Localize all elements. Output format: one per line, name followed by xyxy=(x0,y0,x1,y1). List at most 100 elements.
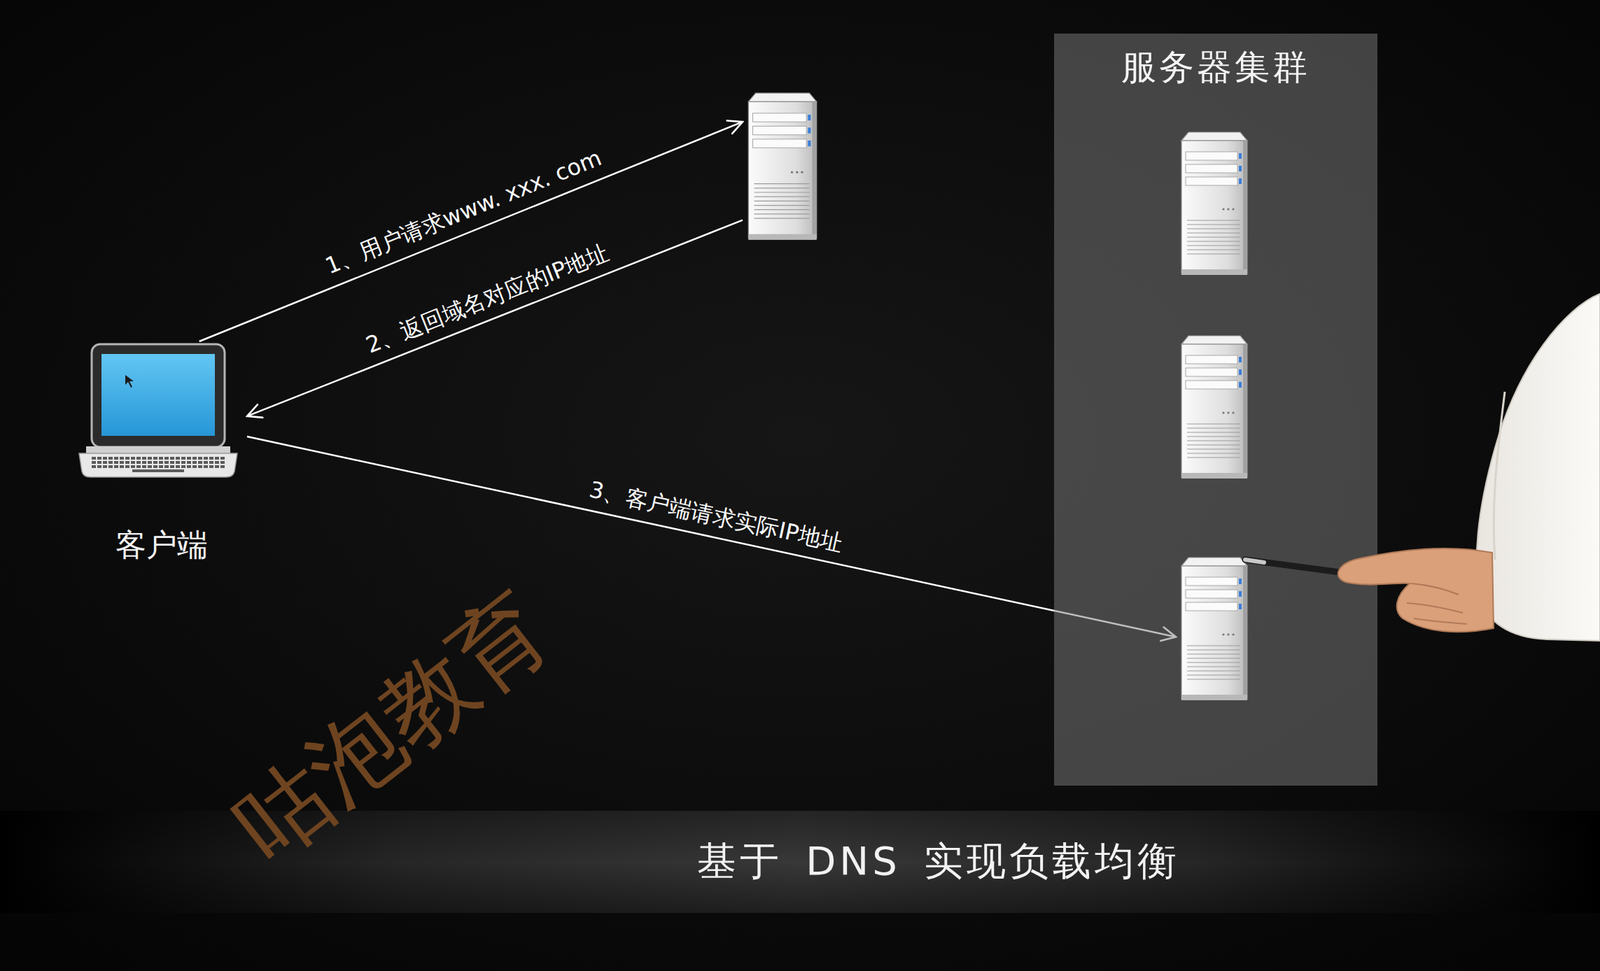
vent-line xyxy=(1187,666,1241,668)
key xyxy=(158,461,164,465)
server-top xyxy=(1181,335,1248,345)
key xyxy=(209,461,214,465)
status-led xyxy=(1238,153,1242,159)
key xyxy=(158,465,164,469)
finger-lines xyxy=(1406,583,1468,625)
laptop-base xyxy=(79,453,238,478)
status-led xyxy=(1238,369,1242,376)
vent-line xyxy=(1187,649,1241,651)
key xyxy=(186,457,192,460)
key xyxy=(147,461,152,465)
vent-line xyxy=(1187,232,1241,234)
vent-line xyxy=(1187,645,1241,647)
key xyxy=(164,457,169,460)
key xyxy=(108,457,113,460)
key xyxy=(114,465,119,469)
drive-bay xyxy=(1185,577,1238,586)
key xyxy=(142,461,147,465)
key xyxy=(125,461,130,465)
server-icon xyxy=(1175,130,1253,278)
key xyxy=(170,465,175,469)
vent-line xyxy=(1187,427,1241,429)
key xyxy=(119,461,124,465)
indicator-dot xyxy=(1222,207,1225,210)
key xyxy=(147,457,152,460)
indicator-dot xyxy=(1226,411,1230,414)
server-icon xyxy=(1175,556,1253,704)
key xyxy=(97,461,102,465)
pointer-tip xyxy=(1245,559,1265,563)
vent-line xyxy=(1187,423,1241,425)
key xyxy=(102,457,108,460)
key xyxy=(203,465,208,469)
space-bar xyxy=(132,469,185,473)
server-top xyxy=(748,93,817,102)
node-label: 客户端 xyxy=(76,527,248,565)
key xyxy=(170,461,175,465)
indicator-dot xyxy=(1226,633,1230,636)
server-top xyxy=(1181,557,1248,567)
indicator-dot xyxy=(800,171,803,174)
vent-line xyxy=(754,187,810,189)
key xyxy=(153,461,158,465)
status-led xyxy=(1238,382,1242,388)
vent-line xyxy=(1187,228,1241,229)
vent-line xyxy=(1187,440,1241,441)
key xyxy=(97,457,102,460)
key xyxy=(91,457,96,460)
vent-line xyxy=(1187,431,1241,433)
key xyxy=(186,461,192,465)
key xyxy=(136,465,141,469)
drive-bay xyxy=(1185,151,1238,161)
key xyxy=(125,457,130,460)
key xyxy=(136,457,141,460)
server-side xyxy=(811,101,817,238)
key xyxy=(209,457,214,460)
key xyxy=(102,465,108,469)
key xyxy=(203,457,208,460)
vent-line xyxy=(1187,457,1241,458)
shirt-fold xyxy=(1493,391,1505,560)
drive-bay xyxy=(1185,177,1238,186)
pointer-stick xyxy=(1245,559,1372,577)
vent-line xyxy=(754,205,810,206)
status-led xyxy=(807,140,811,147)
laptop-hinge xyxy=(86,446,231,454)
vent-line xyxy=(1187,249,1241,250)
dns-server xyxy=(742,91,823,243)
vent-line xyxy=(1187,653,1241,655)
server-icon xyxy=(742,91,823,243)
vent-line xyxy=(754,213,810,215)
server-body xyxy=(748,101,817,238)
vent-line xyxy=(754,217,810,219)
key xyxy=(91,465,96,469)
vent-line xyxy=(754,209,810,210)
vent-line xyxy=(1187,448,1241,450)
key xyxy=(203,461,208,465)
key xyxy=(214,457,220,460)
key xyxy=(164,461,169,465)
key xyxy=(198,457,203,460)
server-base xyxy=(1181,269,1248,276)
key xyxy=(108,461,113,465)
laptop-lid xyxy=(91,344,225,448)
laptop-icon xyxy=(76,341,241,480)
key xyxy=(209,465,214,469)
edge-label: 2、返回域名对应的IP地址 xyxy=(361,238,612,360)
key xyxy=(153,465,158,469)
key xyxy=(181,457,186,460)
vent-line xyxy=(754,200,810,202)
key xyxy=(186,465,192,469)
key xyxy=(192,457,197,460)
server-side xyxy=(1243,344,1248,478)
vent-line xyxy=(754,183,810,185)
drive-bay xyxy=(1185,602,1238,612)
key xyxy=(220,457,225,460)
indicator-dot xyxy=(1222,633,1225,636)
server-body xyxy=(1181,140,1248,274)
key xyxy=(198,461,203,465)
cluster-server xyxy=(1175,130,1253,278)
